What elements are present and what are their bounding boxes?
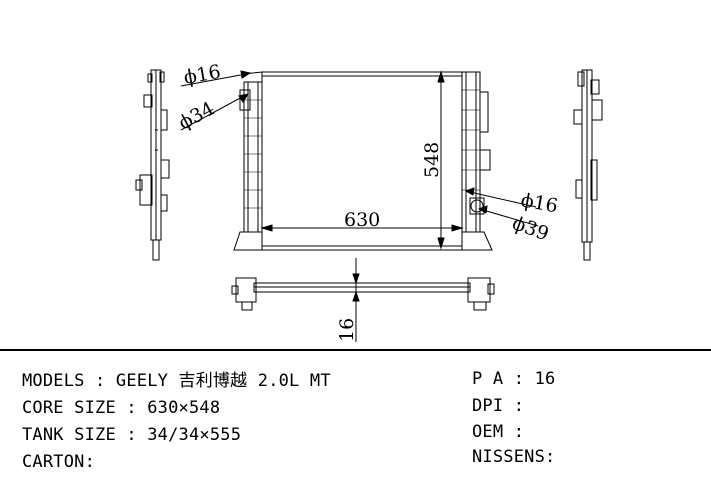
dimension-lines	[180, 70, 539, 250]
front-view	[233, 71, 493, 251]
models-line: MODELS : GEELY 吉利博越 2.0L MT	[22, 371, 331, 391]
dim-top-small-label: ϕ16	[182, 61, 222, 89]
carton-line: CARTON:	[22, 452, 96, 472]
oem-line: OEM :	[472, 422, 525, 442]
dim-side-large-label: ϕ39	[509, 212, 551, 245]
dim-side-small-label: ϕ16	[519, 189, 559, 217]
dim-width-label: 630	[344, 209, 380, 231]
dim-top-large-label: ϕ34	[175, 98, 218, 135]
bottom-view	[231, 258, 495, 342]
pa-line: P A : 16	[472, 369, 556, 389]
dim-height-label: 548	[421, 142, 443, 178]
tank-size-line: TANK SIZE : 34/34×555	[22, 425, 242, 445]
radiator-technical-drawing: ϕ16 ϕ34 548 630 ϕ16 ϕ39 16	[135, 61, 603, 342]
nissens-line: NISSENS:	[472, 447, 556, 467]
dim-thickness-label: 16	[336, 318, 358, 342]
core-size-line: CORE SIZE : 630×548	[22, 398, 221, 418]
right-side-view	[573, 69, 603, 261]
left-side-view	[135, 69, 170, 261]
dpi-line: DPI :	[472, 396, 525, 416]
section-divider	[0, 349, 711, 351]
